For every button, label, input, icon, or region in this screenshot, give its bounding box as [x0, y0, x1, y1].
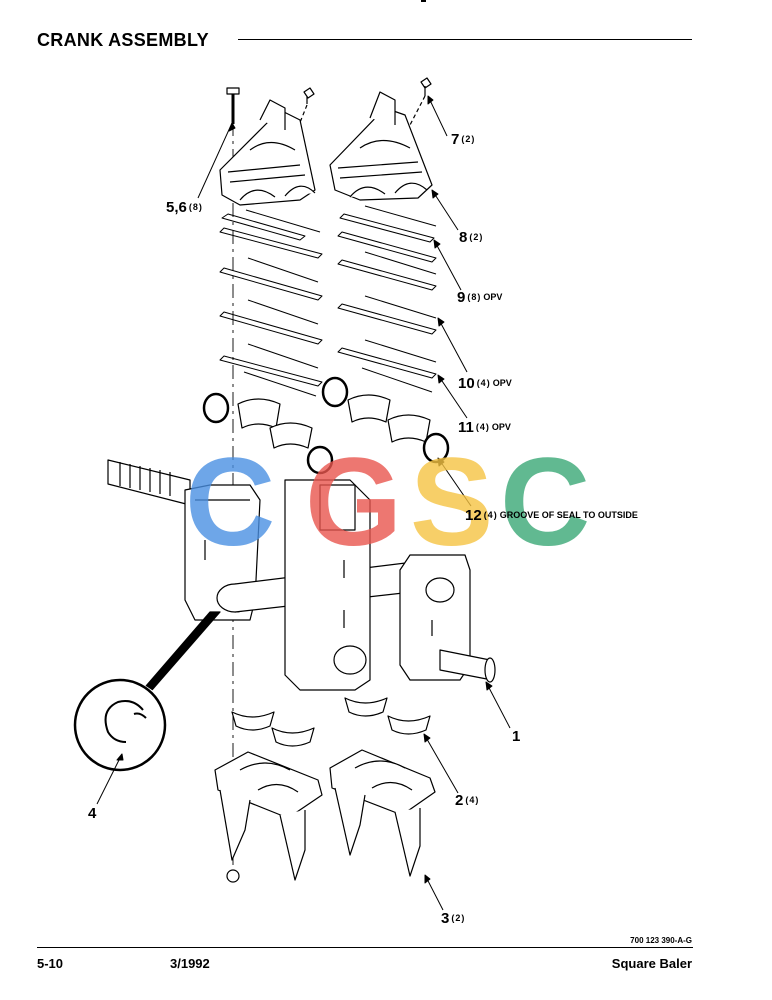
callout-qty: (4): [476, 378, 491, 388]
page-number: 5-10: [37, 956, 64, 971]
upper-bearing-cap-right: [329, 91, 433, 201]
callout-number: 2: [455, 792, 464, 809]
callout-qty: (8): [467, 292, 482, 302]
watermark-letter: C: [185, 440, 275, 560]
callout-3: 3(2): [441, 910, 465, 927]
callout-number: 7: [451, 131, 460, 148]
title-rule: [238, 39, 692, 40]
callout-9: 9(8)OPV: [457, 289, 502, 306]
callout-8: 8(2): [459, 229, 483, 246]
page-top-mark: [421, 0, 426, 2]
watermark-letter: C: [500, 440, 590, 560]
watermark-letter: S: [410, 440, 493, 560]
shim-stack-left: [219, 209, 323, 397]
callout-qty: (2): [469, 232, 484, 242]
callout-qty: (2): [461, 134, 476, 144]
callout-number: 12: [465, 507, 482, 524]
bolt-part: [226, 87, 240, 124]
shim-stack-right: [337, 205, 437, 393]
callout-2: 2(4): [455, 792, 479, 809]
callout-4: 4: [88, 805, 96, 822]
grease-fitting-left: [303, 87, 315, 104]
grease-fitting-right: [420, 77, 432, 96]
callout-qty: (4): [465, 795, 480, 805]
callout-7: 7(2): [451, 131, 475, 148]
upper-bearing-cap-left: [219, 99, 316, 206]
footer-rule: [37, 947, 693, 948]
callout-note: OPV: [491, 422, 511, 432]
callout-11: 11(4)OPV: [458, 419, 511, 436]
callout-qty: (8): [188, 202, 203, 212]
watermark-logo: C G S C: [185, 440, 590, 560]
callout-number: 11: [458, 419, 474, 436]
product-name: Square Baler: [611, 956, 692, 971]
callout-1: 1: [512, 728, 520, 745]
callout-qty: (4): [483, 510, 498, 520]
callout-12: 12(4)GROOVE OF SEAL TO OUTSIDE: [465, 507, 638, 524]
callout-number: 1: [512, 728, 521, 745]
callout-10: 10(4)OPV: [458, 375, 512, 392]
upper-seals-bushings: [202, 376, 450, 475]
nut-part: [226, 869, 240, 883]
retaining-ring-detail: [73, 611, 221, 772]
callout-note: OPV: [483, 292, 503, 302]
figure-code: 700 123 390-A-G: [630, 936, 692, 945]
crankshaft-part: [107, 459, 496, 691]
callout-number: 3: [441, 910, 450, 927]
callout-number: 10: [458, 375, 475, 392]
callout-note: GROOVE OF SEAL TO OUTSIDE: [499, 510, 638, 520]
callout-qty: (2): [451, 913, 466, 923]
leader-lines: [96, 95, 511, 911]
callout-number: 9: [457, 289, 466, 306]
callout-qty: (4): [475, 422, 490, 432]
callout-5-6: 5,6(8): [166, 199, 203, 216]
section-title: CRANK ASSEMBLY: [37, 30, 209, 50]
callout-number: 5,6: [166, 199, 187, 216]
callout-number: 8: [459, 229, 468, 246]
publication-date: 3/1992: [170, 956, 210, 971]
callout-number: 4: [88, 805, 97, 822]
lower-bracket-left: [214, 751, 323, 881]
lower-bracket-right: [329, 749, 436, 877]
watermark-letter: G: [305, 440, 402, 560]
callout-note: OPV: [492, 378, 512, 388]
lower-bushings: [231, 697, 431, 747]
